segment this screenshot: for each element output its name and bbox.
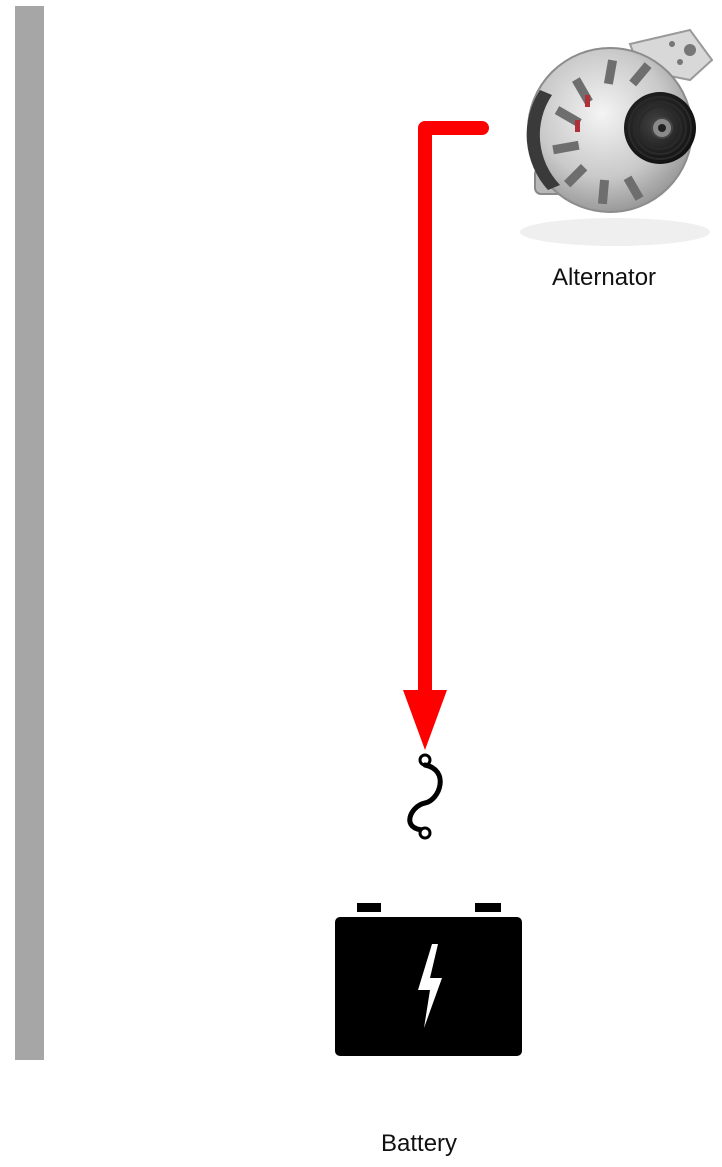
alternator-label: Alternator: [552, 264, 656, 292]
battery-label: Battery: [381, 1130, 457, 1158]
wire-arrow: [403, 128, 482, 750]
ground-bar: [15, 6, 44, 1060]
alternator-icon: [520, 30, 712, 246]
fuse-icon: [410, 755, 440, 838]
battery-icon: [335, 903, 522, 1056]
